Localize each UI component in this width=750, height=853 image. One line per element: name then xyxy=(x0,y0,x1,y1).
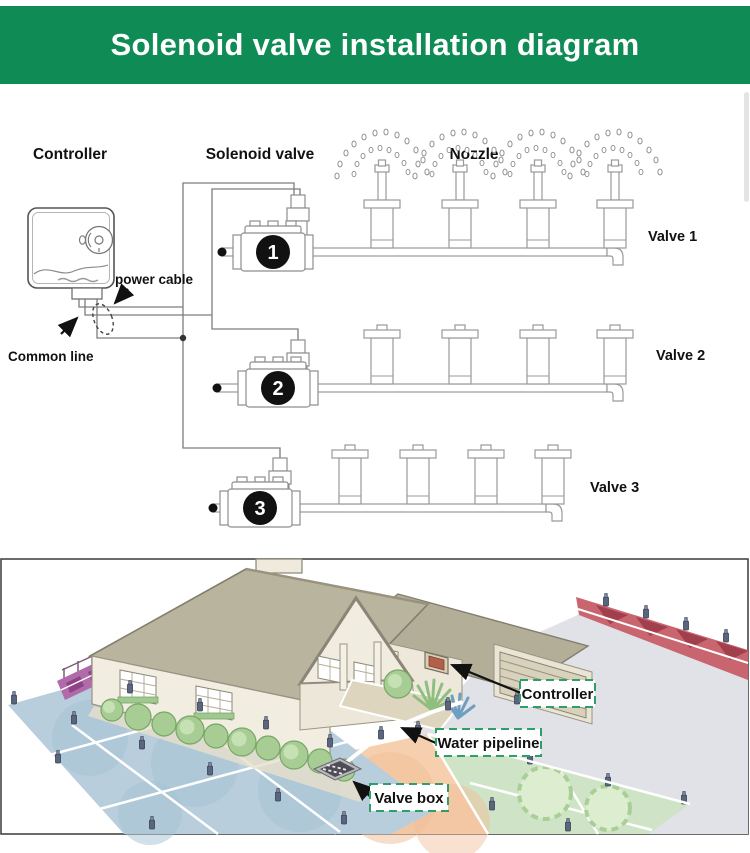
common-line-label: Common line xyxy=(8,349,94,364)
courtyard-plants xyxy=(383,669,476,720)
yucca-plant xyxy=(412,678,454,712)
common-line-arrow xyxy=(57,316,79,338)
nozzle-retracted xyxy=(534,444,572,505)
nozzle-spraying xyxy=(413,129,507,248)
page-title: Solenoid valve installation diagram xyxy=(110,27,640,62)
nozzle-retracted xyxy=(467,444,505,505)
valve-2-label: Valve 2 xyxy=(656,348,705,364)
window-flower-box xyxy=(117,696,159,704)
nozzle-retracted xyxy=(399,444,437,505)
nozzle-retracted xyxy=(331,444,369,505)
controller-logo xyxy=(57,277,99,283)
controller-dial-icon xyxy=(78,225,114,255)
water-pipeline-callout-arrow xyxy=(399,726,439,746)
valve-number-badge xyxy=(256,235,290,269)
controller-wire-stub xyxy=(71,287,103,300)
valve-box-object xyxy=(312,757,363,781)
schematic-diagram: Controller Solenoid valve Nozzle xyxy=(8,88,705,528)
pipe-inlet-dot xyxy=(212,383,222,393)
zone-front-lawn xyxy=(428,730,690,835)
solenoid-valve-3: 3 xyxy=(219,457,301,528)
valve-number: 2 xyxy=(272,378,283,400)
porch-column xyxy=(339,643,348,691)
nozzle-retracted xyxy=(363,324,401,385)
valve-number-badge xyxy=(243,491,277,525)
nozzle-retracted xyxy=(519,324,557,385)
chimney xyxy=(255,558,303,574)
power-cable-highlight-ellipse xyxy=(92,303,114,335)
solenoid-valve-2: 2 xyxy=(237,339,319,408)
valve-line-1: 1 Valve 1 xyxy=(217,129,697,272)
wall-controller-box xyxy=(424,651,449,675)
valve-line-3: 3 Valve 3 xyxy=(208,444,639,528)
nozzle-retracted xyxy=(596,324,634,385)
nozzle-spraying xyxy=(335,129,429,248)
valve-box-callout: Valve box xyxy=(369,783,449,812)
yard-illustration: Controller Water pipeline Valve box xyxy=(0,558,749,853)
pipe-inlet-dot xyxy=(217,247,227,257)
water-pipeline-callout: Water pipeline xyxy=(435,728,542,757)
valve-number: 3 xyxy=(254,498,265,520)
solenoid-valve-1: 1 xyxy=(232,194,314,272)
header-banner: Solenoid valve installation diagram xyxy=(0,6,750,84)
heading-controller: Controller xyxy=(33,146,107,163)
common-line-annotation: Common line xyxy=(8,316,94,364)
window-flower-box xyxy=(193,712,235,720)
controller-unit xyxy=(27,207,115,300)
valve-number-badge xyxy=(261,371,295,405)
valve-number: 1 xyxy=(267,242,278,264)
water-pipeline-pipe xyxy=(336,700,463,771)
nozzle-spraying xyxy=(491,129,585,248)
valve-box-callout-label: Valve box xyxy=(374,790,444,807)
power-cable-arrow xyxy=(113,283,135,305)
agave-plant xyxy=(444,692,476,720)
water-pipeline-callout-label: Water pipeline xyxy=(438,735,540,752)
controller-callout-label: Controller xyxy=(522,686,594,703)
valve-3-label: Valve 3 xyxy=(590,480,639,496)
power-cable-label: power cable xyxy=(115,272,194,287)
house xyxy=(87,558,593,802)
valve-1-label: Valve 1 xyxy=(648,229,697,245)
common-line-junction-dot xyxy=(179,334,187,342)
heading-solenoid-valve: Solenoid valve xyxy=(206,146,315,163)
scrollbar-thumb[interactable] xyxy=(744,92,749,202)
nozzle-retracted xyxy=(441,324,479,385)
roof-ridge xyxy=(245,567,429,606)
power-cable-annotation: power cable xyxy=(92,272,194,335)
zone-red-strip xyxy=(576,593,749,680)
valve-line-2: 2 Valve 2 xyxy=(212,324,705,408)
pipe-inlet-dot xyxy=(208,503,218,513)
controller-callout-arrow xyxy=(449,663,522,695)
wiring xyxy=(78,182,301,458)
controller-callout: Controller xyxy=(519,679,596,708)
controller-wave-decoration xyxy=(33,264,109,275)
